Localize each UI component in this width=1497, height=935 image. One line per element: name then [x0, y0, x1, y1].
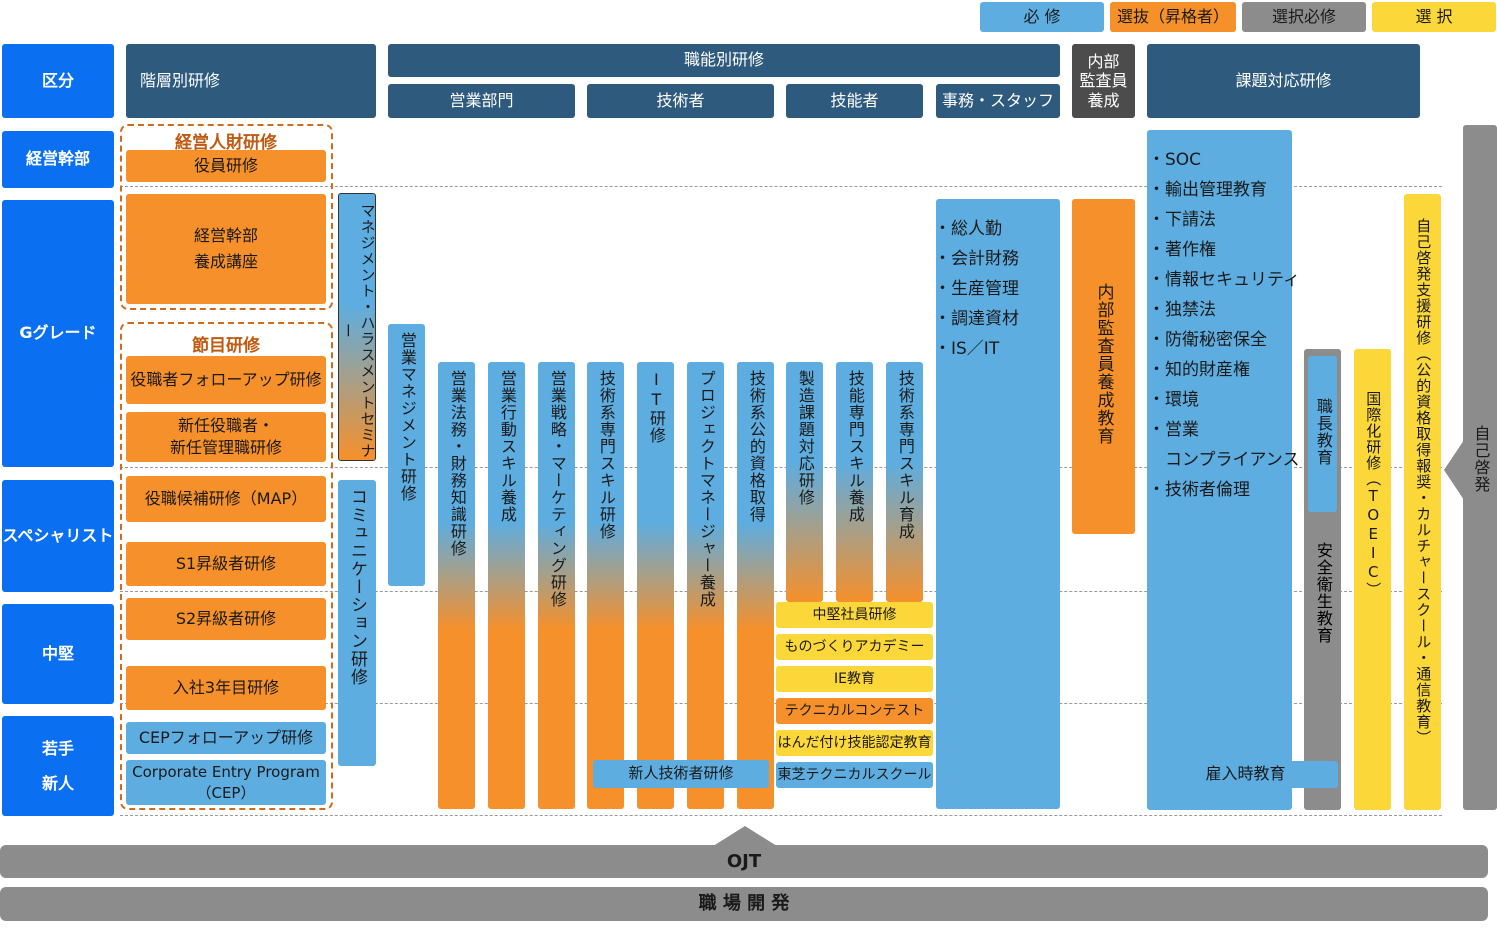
jimu-item: ・IS／IT: [934, 339, 1000, 359]
anzen-eisei-kyoiku: 安全衛生教育: [1313, 542, 1333, 644]
technical-contest: テクニカルコンテスト: [776, 698, 933, 724]
header-jimu: 事務・スタッフ: [936, 84, 1060, 118]
row-divider: [120, 186, 1442, 187]
legend-selected: 選抜（昇格者）: [1110, 2, 1236, 32]
jimu-item: ・調達資材: [934, 309, 1019, 329]
toshiba-technical-school: 東芝テクニカルスクール: [776, 762, 933, 788]
seizo-kadai: 製造課題対応研修: [786, 362, 823, 602]
kadai-item: ・著作権: [1148, 240, 1216, 260]
nyusha3-kenshu: 入社3年目研修: [126, 666, 326, 710]
jimu-list: ・総人勤 ・会計財務 ・生産管理 ・調達資材 ・IS／IT: [934, 214, 1019, 364]
fushime-group: [120, 322, 333, 810]
eigyo-koudou: 営業行動スキル養成: [488, 362, 525, 809]
yakuin-kenshu: 役員研修: [126, 150, 326, 182]
legend-elective: 選 択: [1372, 2, 1496, 32]
kadai-item: ・環境: [1148, 390, 1199, 410]
handa-kyoiku: はんだ付け技能認定教育: [776, 730, 933, 756]
naibu-kansa-kyoiku: 内部監査員養成教育: [1072, 199, 1135, 534]
shinnin-kenshu: 新任役職者・ 新任管理職研修: [126, 412, 326, 462]
keiei-jinzai-title: 経営人財研修: [175, 133, 277, 153]
jimu-item: ・総人勤: [934, 219, 1002, 239]
kadai-item: ・防衛秘密保全: [1148, 330, 1267, 350]
gijutsu-shikaku: 技術系公的資格取得: [737, 362, 774, 809]
ie-kyoiku: IE教育: [776, 666, 933, 692]
arrow-up-icon: [710, 826, 780, 848]
kadai-item: ・営業: [1148, 420, 1199, 440]
jimu-column: [936, 199, 1060, 809]
s2-kenshu: S2昇級者研修: [126, 598, 326, 640]
header-kaiso: 階層別研修: [126, 44, 376, 118]
header-naibu: 内部 監査員 養成: [1072, 44, 1135, 118]
pm-yosei: プロジェクトマネージャー養成: [687, 362, 724, 809]
eigyo-houmu: 営業法務・財務知識研修: [438, 362, 475, 809]
kokusai-kenshu: 国際化研修（TOEIC）: [1354, 349, 1391, 810]
followup-kenshu: 役職者フォローアップ研修: [126, 356, 326, 404]
jiko-shien-kenshu: 自己啓発支援研修（公的資格取得報奨・カルチャースクール・通信教育）: [1404, 194, 1441, 810]
communication-kenshu: コミュニケーション研修: [338, 480, 376, 766]
shokuba-kaihatsu-bar: 職 場 開 発: [0, 887, 1488, 921]
s1-kenshu: S1昇級者研修: [126, 542, 326, 586]
fushime-title: 節目研修: [192, 336, 260, 356]
kadai-item: ・輸出管理教育: [1148, 180, 1267, 200]
ojt-bar: OJT: [0, 845, 1488, 878]
row-divider: [120, 591, 1442, 592]
shokucho-kyoiku: 職長教育: [1308, 356, 1337, 512]
row-keiei: 経営幹部: [2, 131, 114, 188]
keiei-jinzai-group: [120, 124, 333, 310]
header-eigyo: 営業部門: [388, 84, 575, 118]
kadai-item: コンプライアンス: [1148, 450, 1300, 470]
chuken-shain: 中堅社員研修: [776, 602, 933, 628]
gijutsu-ikusei: 技術系専門スキル育成: [886, 362, 923, 602]
gijutsu-senmon: 技術系専門スキル研修: [587, 362, 624, 809]
ginou-senmon: 技能専門スキル養成: [836, 362, 873, 602]
kadai-item: ・情報セキュリティ: [1148, 270, 1300, 290]
eigyo-senryaku: 営業戦略・マーケティング研修: [538, 362, 575, 809]
jiko-keihatsu: 自己啓発: [1463, 125, 1497, 810]
it-kenshu: IT研修: [637, 362, 674, 809]
header-kubun: 区分: [2, 44, 114, 118]
header-shokuno: 職能別研修: [388, 44, 1060, 77]
kadai-list: ・SOC ・輸出管理教育 ・下請法 ・著作権 ・情報セキュリティ ・独禁法 ・防…: [1148, 145, 1300, 505]
harassment-seminar: マネジメント・ハラスメントセミナー: [338, 193, 376, 461]
eigyo-management: 営業マネジメント研修: [388, 324, 425, 586]
jimu-item: ・生産管理: [934, 279, 1019, 299]
row-wakate: 若手 新人: [2, 716, 114, 816]
row-divider: [120, 815, 1442, 816]
shinjin-gijutsusha: 新人技術者研修: [593, 760, 769, 788]
map-kenshu: 役職候補研修（MAP）: [126, 476, 326, 522]
arrow-left-icon: [1444, 440, 1464, 500]
row-chuken: 中堅: [2, 604, 114, 704]
koyou-kyoiku: 雇入時教育: [1153, 761, 1338, 788]
kadai-item: ・独禁法: [1148, 300, 1216, 320]
kadai-column: [1147, 130, 1292, 810]
kadai-item: ・下請法: [1148, 210, 1216, 230]
header-kadai: 課題対応研修: [1147, 44, 1420, 118]
keiei-kanbu-yosei: 経営幹部 養成講座: [126, 194, 326, 304]
cep-program: Corporate Entry Program （CEP）: [126, 760, 326, 805]
row-g-grade: Gグレード: [2, 200, 114, 467]
kadai-item: ・技術者倫理: [1148, 480, 1250, 500]
header-ginousha: 技能者: [786, 84, 923, 118]
header-gijutsusha: 技術者: [587, 84, 774, 118]
row-specialist: スペシャリスト: [2, 480, 114, 592]
legend-required: 必 修: [980, 2, 1104, 32]
legend-elective-required: 選択必修: [1242, 2, 1366, 32]
jimu-item: ・会計財務: [934, 249, 1019, 269]
monozukuri-academy: ものづくりアカデミー: [776, 634, 933, 660]
cep-followup: CEPフォローアップ研修: [126, 722, 326, 754]
kadai-item: ・SOC: [1148, 150, 1202, 170]
kadai-item: ・知的財産権: [1148, 360, 1250, 380]
row-divider: [120, 467, 1442, 468]
